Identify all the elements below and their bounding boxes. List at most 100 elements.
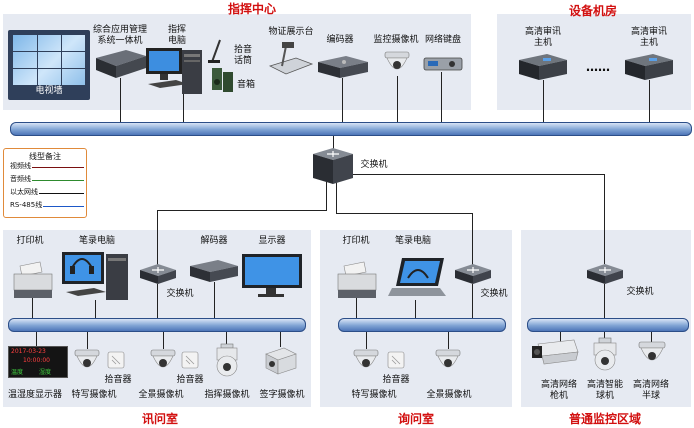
wire-ir-cam1 (87, 331, 88, 349)
host2-device (625, 54, 673, 80)
hosts-ellipsis: …… (586, 60, 610, 74)
video-wall (8, 30, 90, 100)
speaker-device (212, 68, 233, 92)
wire-ir-cam3 (226, 331, 227, 345)
monitor-camera-device (384, 51, 410, 70)
gm-ptz-camera-device (593, 337, 617, 371)
legend-swatch-video (10, 167, 84, 168)
pickup-mic-device (208, 39, 221, 63)
main-network-bus (10, 122, 692, 136)
temp-row-1: 2017-03-23 (11, 348, 46, 355)
ir-switch-label: 交换机 (166, 289, 194, 299)
line-type-legend: 线型备注 视频线 音频线 以太网线 RS-485线 (3, 148, 87, 218)
host1-label-1: 高清审讯 (524, 27, 561, 37)
gm-bullet-label-2: 枪机 (549, 391, 568, 401)
core-switch-device (313, 148, 353, 184)
network-keyboard-device (423, 57, 463, 71)
wire-network-keyboard (441, 72, 442, 123)
gm-dome-label-2: 半球 (641, 391, 660, 401)
wire-iq-cam2 (448, 331, 449, 349)
gm-ptz-label-1: 高清智能 (586, 380, 623, 390)
gm-bullet-label-1: 高清网络 (540, 380, 577, 390)
wire-host1 (543, 80, 544, 123)
gm-dome-camera-device (638, 341, 666, 361)
gm-dome-label-1: 高清网络 (632, 380, 669, 390)
iq-switch-label: 交换机 (480, 289, 508, 299)
ir-command-camera-device (216, 343, 238, 377)
ir-temp-display-label: 温湿度显示器 (7, 390, 62, 400)
command-pc-label-1: 指挥 (167, 25, 186, 35)
iq-panorama-camera-label: 全景摄像机 (426, 390, 472, 400)
wire-gm-bullet (560, 331, 561, 343)
ir-closeup-camera-device (74, 349, 100, 368)
ir-closeup-camera-label: 特写摄像机 (71, 390, 117, 400)
legend-label-audio: 音频线 (10, 175, 32, 183)
ir-display-device (242, 254, 302, 297)
legend-item-ethernet: 以太网线 (10, 188, 84, 197)
wire-ir-switch (157, 284, 158, 318)
inquiry-room-title: 询问室 (397, 412, 434, 426)
legend-title: 线型备注 (29, 152, 61, 161)
legend-swatch-ethernet (10, 193, 84, 194)
mgmt-host-label-1: 综合应用管理 (92, 25, 147, 35)
wire-command-pc (183, 94, 184, 123)
command-pc-device (146, 48, 202, 94)
wire-mgmt-host (120, 78, 121, 123)
wire-gm-dome (651, 331, 652, 343)
iq-pickup-device (387, 351, 405, 369)
ir-sign-camera-device (265, 347, 297, 375)
legend-swatch-audio (10, 180, 84, 181)
wire-iq-cam1 (366, 331, 367, 349)
ir-panorama-camera-label: 全景摄像机 (138, 390, 184, 400)
command-pc-label-2: 电脑 (167, 36, 186, 46)
legend-label-rs485: RS-485线 (10, 201, 44, 209)
legend-label-video: 视频线 (10, 162, 32, 170)
wire-iq-laptop (415, 300, 416, 318)
gm-switch-label: 交换机 (626, 287, 654, 297)
document-camera-device (268, 42, 314, 75)
command-center-title: 指挥中心 (227, 2, 276, 16)
wire-host2 (649, 80, 650, 123)
general-monitoring-bus (527, 318, 689, 332)
host2-label-1: 高清审讯 (630, 27, 667, 37)
wire-core-mid-drop (472, 213, 473, 265)
legend-label-ethernet: 以太网线 (10, 188, 39, 196)
ir-command-camera-label: 指挥摄像机 (204, 390, 250, 400)
ir-pickup2-device (181, 351, 199, 369)
host1-label-2: 主机 (533, 38, 552, 48)
gm-ptz-label-2: 球机 (595, 391, 614, 401)
wire-encoder (342, 78, 343, 123)
iq-recording-pc-label: 笔录电脑 (394, 236, 431, 246)
ir-switch-device (140, 264, 176, 284)
interrogation-room-title: 讯问室 (141, 412, 178, 426)
wire-iq-switch (472, 284, 473, 318)
temp-row-3b: 湿度 (39, 369, 52, 376)
encoder-label: 编码器 (326, 35, 354, 45)
wire-gm-switch (604, 284, 605, 318)
ir-recording-pc-device (62, 252, 128, 300)
ir-decoder-label: 解码器 (200, 236, 228, 246)
wire-gm-ptz (604, 331, 605, 341)
monitor-camera-label: 监控摄像机 (373, 35, 419, 45)
wire-core-left-drop (157, 210, 158, 266)
legend-swatch-rs485 (10, 206, 84, 207)
ir-pickup1-label: 拾音器 (104, 375, 132, 385)
wire-core-up (333, 134, 334, 152)
legend-item-video: 视频线 (10, 162, 84, 171)
host2-label-2: 主机 (639, 38, 658, 48)
gm-switch-device (587, 264, 623, 284)
wire-iq-printer (356, 298, 357, 318)
ir-recording-pc-label: 笔录电脑 (78, 236, 115, 246)
ir-panorama-camera-device (150, 349, 176, 368)
mgmt-host-device (96, 50, 146, 78)
ir-printer-label: 打印机 (16, 236, 44, 246)
speaker-label: 音箱 (236, 80, 255, 90)
wire-ir-cam2 (163, 331, 164, 349)
ir-sign-camera-label: 签字摄像机 (259, 390, 305, 400)
encoder-device (318, 56, 368, 78)
wire-ir-decoder (214, 282, 215, 318)
legend-item-audio: 音频线 (10, 175, 84, 184)
wire-ir-printer (32, 298, 33, 318)
ir-decoder-device (190, 260, 238, 282)
wire-core-right-drop (604, 174, 605, 264)
